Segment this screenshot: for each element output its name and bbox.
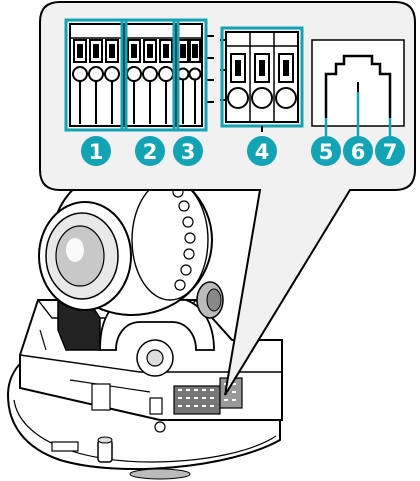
marker-1-label: 1 [89, 140, 104, 164]
marker-4-label: 4 [255, 140, 270, 164]
marker-7: 7 [375, 136, 405, 166]
highlight-boxes [64, 18, 304, 132]
marker-2-label: 2 [143, 140, 158, 164]
terminal-block-1 [69, 23, 123, 127]
dome-camera-illustration [6, 164, 283, 480]
marker-6-label: 6 [351, 140, 366, 164]
marker-7-label: 7 [383, 140, 398, 164]
marker-3-label: 3 [181, 140, 196, 164]
base-terminal-strip [173, 377, 243, 415]
marker-2: 2 [135, 136, 165, 166]
marker-5: 5 [311, 136, 341, 166]
terminal-block-2 [123, 23, 177, 127]
terminal-block-4 [220, 31, 299, 123]
marker-6: 6 [343, 136, 373, 166]
marker-3: 3 [173, 136, 203, 166]
marker-5-label: 5 [319, 140, 334, 164]
terminal-block-3 [175, 23, 214, 127]
highlight-box-2 [120, 18, 180, 132]
highlight-box-3 [172, 18, 208, 132]
highlight-box-1 [64, 18, 128, 132]
marker-4: 4 [247, 136, 277, 166]
marker-1: 1 [81, 136, 111, 166]
